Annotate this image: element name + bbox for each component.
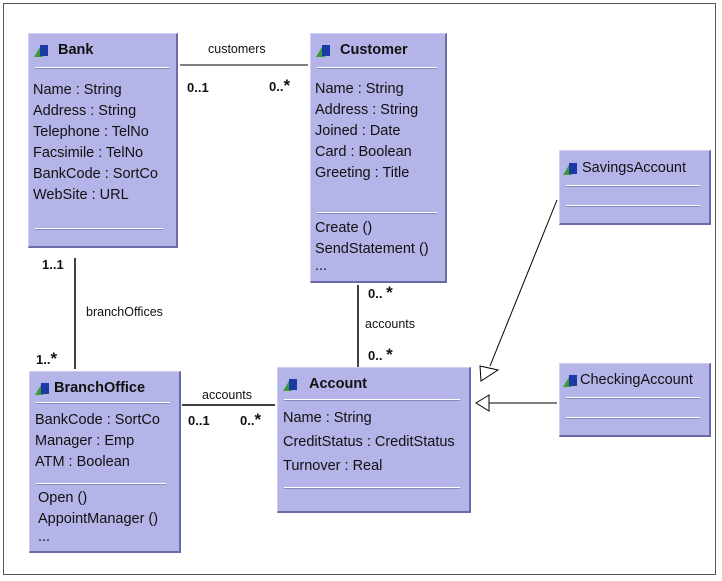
separator (317, 67, 437, 69)
separator (36, 483, 166, 485)
generalization-savings-arrow (479, 365, 500, 382)
class-branchoffice-operations: Open () AppointManager () ... (38, 488, 158, 544)
class-account-attributes: Name : String CreditStatus : CreditStatu… (283, 406, 455, 478)
attribute: ATM : Boolean (35, 454, 130, 470)
class-branchoffice-header: BranchOffice (35, 378, 145, 398)
attribute: Telephone : TelNo (33, 124, 149, 140)
class-account[interactable]: Account Name : String CreditStatus : Cre… (277, 367, 471, 513)
uml-class-icon (316, 44, 331, 57)
diagram-frame (3, 3, 716, 575)
class-checkingaccount-name: CheckingAccount (580, 371, 693, 388)
uml-class-icon (563, 374, 578, 387)
operation: Open () (38, 490, 88, 506)
class-account-header: Account (283, 374, 367, 394)
class-branchoffice[interactable]: BranchOffice BankCode : SortCo Manager :… (29, 371, 181, 553)
separator (284, 487, 460, 489)
class-savingsaccount-name: SavingsAccount (582, 159, 686, 176)
class-branchoffice-attributes: BankCode : SortCo Manager : Emp ATM : Bo… (35, 410, 160, 473)
mult-customer-accounts: 0.. * (368, 283, 393, 302)
separator (566, 397, 700, 399)
attribute: Joined : Date (315, 123, 401, 139)
assoc-customer-accounts-label: accounts (365, 317, 416, 331)
mult-bank-branchoffices: 1..1 (42, 257, 64, 272)
generalization-savings-line (489, 199, 558, 367)
assoc-branchoffices-label: branchOffices (86, 305, 163, 319)
generalization-checking-arrow (475, 394, 490, 412)
class-customer-name: Customer (340, 41, 408, 58)
separator (317, 212, 437, 214)
uml-class-icon (283, 378, 298, 391)
operation: SendStatement () (315, 241, 429, 257)
attribute: Address : String (33, 103, 137, 119)
separator (566, 205, 700, 207)
attribute: Name : String (315, 81, 404, 97)
uml-class-icon (34, 44, 49, 57)
class-branchoffice-name: BranchOffice (54, 379, 146, 396)
assoc-branch-accounts-label: accounts (202, 388, 253, 402)
separator (566, 417, 700, 419)
attribute: Address : String (315, 102, 419, 118)
attribute: BankCode : SortCo (33, 166, 158, 182)
class-bank-header: Bank (34, 40, 93, 60)
attribute: Card : Boolean (315, 144, 412, 160)
attribute: Name : String (33, 82, 122, 98)
separator (36, 402, 170, 404)
class-bank[interactable]: Bank Name : String Address : String Tele… (28, 33, 178, 248)
class-customer-header: Customer (316, 40, 408, 60)
separator (284, 399, 460, 401)
separator (566, 185, 700, 187)
attribute: Greeting : Title (315, 165, 410, 181)
class-account-name: Account (309, 375, 367, 392)
operation: ... (38, 529, 51, 545)
class-checkingaccount[interactable]: CheckingAccount (559, 363, 711, 437)
separator (35, 67, 169, 69)
class-customer-operations: Create () SendStatement () ... (315, 218, 429, 274)
mult-account-branch: 0..* (240, 410, 262, 429)
class-customer-attributes: Name : String Address : String Joined : … (315, 79, 418, 184)
mult-branchoffice-bank: 1..* (36, 349, 58, 368)
attribute: Facsimile : TelNo (33, 145, 144, 161)
separator (35, 228, 163, 230)
attribute: Name : String (283, 410, 372, 426)
mult-account-customer: 0.. * (368, 345, 393, 364)
mult-bank-customers: 0..1 (187, 80, 209, 95)
operation: Create () (315, 220, 373, 236)
assoc-customers-label: customers (208, 42, 266, 56)
attribute: BankCode : SortCo (35, 412, 160, 428)
class-checkingaccount-header: CheckingAccount (563, 370, 693, 390)
mult-customer-bank: 0..* (269, 76, 291, 95)
operation: AppointManager () (38, 511, 159, 527)
attribute: WebSite : URL (33, 187, 129, 203)
class-savingsaccount[interactable]: SavingsAccount (559, 150, 711, 225)
mult-branch-accounts: 0..1 (188, 413, 210, 428)
class-bank-attributes: Name : String Address : String Telephone… (33, 80, 158, 206)
class-bank-name: Bank (58, 41, 94, 58)
attribute: Turnover : Real (283, 458, 383, 474)
class-customer[interactable]: Customer Name : String Address : String … (310, 33, 447, 283)
uml-class-icon (35, 382, 50, 395)
uml-class-icon (563, 162, 578, 175)
attribute: CreditStatus : CreditStatus (283, 434, 455, 450)
operation: ... (315, 258, 328, 274)
attribute: Manager : Emp (35, 433, 135, 449)
class-savingsaccount-header: SavingsAccount (563, 158, 686, 178)
